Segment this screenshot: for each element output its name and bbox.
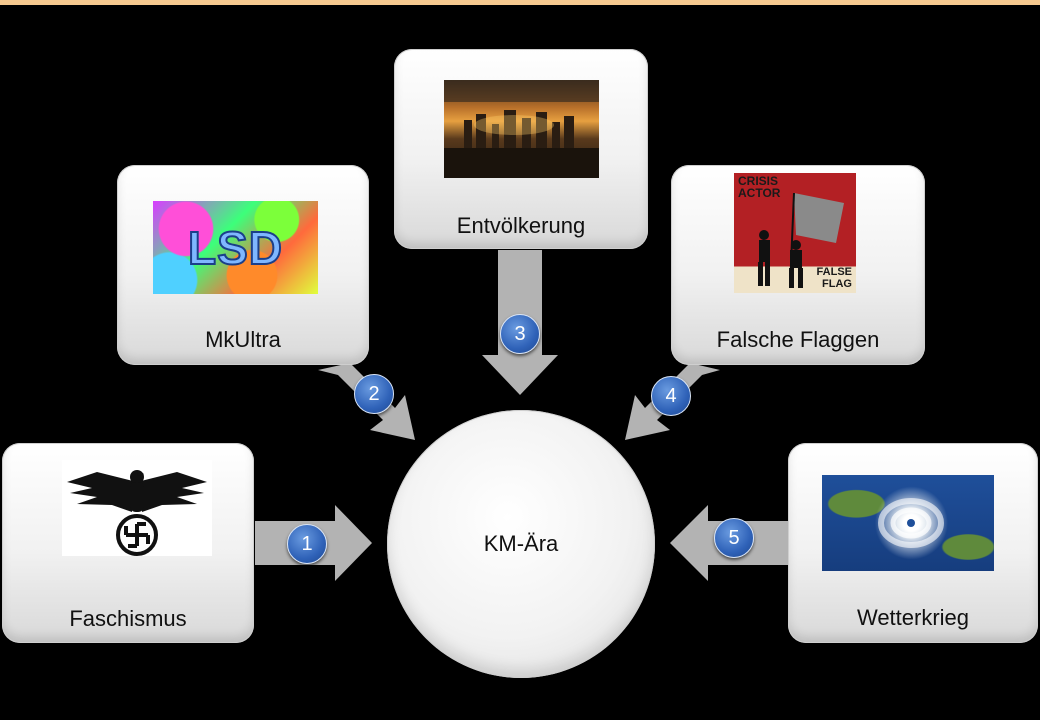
badge-5: 5	[714, 518, 754, 558]
center-hub-label: KM-Ära	[483, 531, 559, 556]
card-mkultra-label: MkUltra	[205, 327, 281, 352]
lsd-image-text: LSD	[187, 221, 283, 275]
card-entvoelkerung-label: Entvölkerung	[456, 213, 586, 238]
lsd-psychedelic-image-icon: LSD	[153, 201, 318, 294]
card-faschismus: Faschismus	[2, 443, 254, 643]
badge-3: 3	[500, 314, 540, 354]
card-faschismus-label: Faschismus	[69, 606, 187, 631]
card-mkultra: LSD MkUltra	[117, 165, 369, 365]
card-falsche-flaggen: CRISIS ACTOR FALSE FLAG Falsche Flaggen	[671, 165, 925, 365]
badge-1: 1	[287, 524, 327, 564]
false-flag-text: FALSE FLAG	[816, 266, 852, 290]
card-wetterkrieg: Wetterkrieg	[788, 443, 1038, 643]
card-wetterkrieg-label: Wetterkrieg	[856, 605, 970, 630]
eagle-swastika-emblem-icon	[62, 460, 212, 556]
card-entvoelkerung: Entvölkerung	[394, 49, 648, 249]
card-falsche-flaggen-label: Falsche Flaggen	[716, 327, 880, 352]
center-hub: KM-Ära	[387, 410, 655, 678]
top-accent-strip	[0, 0, 1040, 5]
badge-4: 4	[651, 376, 691, 416]
hurricane-satellite-image-icon	[822, 475, 994, 571]
burning-city-image-icon	[444, 80, 599, 178]
crisis-actor-poster-icon: CRISIS ACTOR FALSE FLAG	[734, 173, 856, 293]
badge-2: 2	[354, 374, 394, 414]
crisis-actor-text: CRISIS ACTOR	[738, 174, 781, 200]
